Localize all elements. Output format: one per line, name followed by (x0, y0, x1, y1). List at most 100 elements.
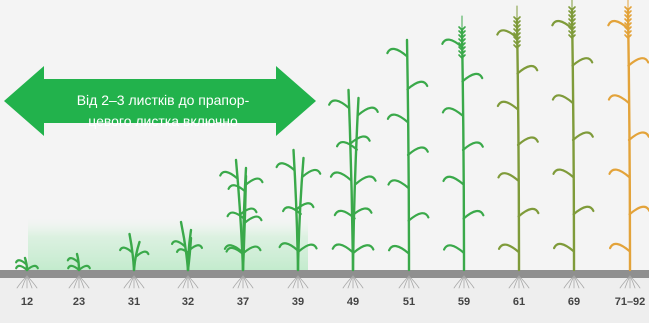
grain (571, 34, 576, 39)
stage-label: 37 (236, 296, 250, 308)
stage-label: 69 (567, 296, 581, 308)
stage-label: 12 (20, 296, 34, 308)
root (518, 275, 530, 289)
soil-line (0, 270, 649, 278)
root (408, 275, 420, 289)
root (187, 275, 199, 289)
root (133, 275, 145, 289)
root (128, 275, 135, 289)
leaf (571, 131, 594, 142)
leaf (461, 141, 484, 152)
leaf (516, 136, 539, 147)
leaf (406, 80, 429, 91)
root (398, 275, 410, 289)
grain (516, 28, 521, 33)
grain (516, 24, 521, 29)
leaf (442, 175, 465, 186)
leaf (356, 106, 379, 117)
leaf (243, 215, 263, 225)
leaf (67, 264, 81, 272)
root (287, 275, 299, 289)
root (629, 275, 641, 289)
leaf (571, 57, 594, 67)
leaf (441, 38, 464, 49)
grain (461, 34, 466, 39)
leaf (462, 209, 485, 220)
grain (627, 14, 632, 19)
grain (627, 34, 632, 39)
leaf (607, 94, 630, 104)
leaf (461, 72, 484, 83)
leaf (15, 259, 28, 266)
leaf (238, 207, 258, 217)
grain (461, 54, 466, 59)
grain (516, 36, 521, 41)
leaf (608, 242, 631, 253)
root (352, 275, 364, 289)
leaf (66, 257, 80, 264)
grain (571, 10, 576, 15)
leaf (497, 243, 520, 254)
leaf (275, 162, 296, 172)
leaf (516, 64, 539, 75)
soil-bottom (0, 278, 649, 323)
stage-label: 61 (512, 296, 526, 308)
leaf (282, 206, 302, 216)
leaf (442, 244, 465, 254)
root (458, 275, 465, 289)
grain (516, 44, 521, 49)
grain (571, 22, 576, 27)
grain (627, 22, 632, 27)
leaf (608, 168, 631, 179)
root (403, 275, 410, 289)
leaf (328, 99, 351, 110)
stage-label: 51 (402, 296, 416, 308)
root (568, 275, 575, 289)
grain (571, 14, 576, 19)
root (16, 275, 28, 289)
root (123, 275, 135, 289)
leaf (242, 245, 262, 255)
leaf (135, 250, 150, 258)
grain (461, 50, 466, 55)
root (463, 275, 475, 289)
root (292, 275, 299, 289)
root (624, 275, 631, 289)
leaf (219, 170, 239, 180)
range-double-arrow (4, 66, 316, 136)
root (78, 275, 90, 289)
stage-label: 32 (181, 296, 195, 308)
grain (461, 30, 466, 35)
root (619, 275, 631, 289)
grain (461, 38, 466, 43)
range-highlight (28, 218, 308, 270)
leaf (496, 100, 519, 111)
leaf (407, 212, 430, 222)
root (342, 275, 354, 289)
leaf (551, 94, 574, 104)
grain (516, 20, 521, 25)
leaf (517, 207, 540, 218)
grain (571, 30, 576, 35)
root (177, 275, 189, 289)
root (347, 275, 354, 289)
root (573, 275, 585, 289)
leaf (387, 244, 410, 255)
root (242, 275, 254, 289)
leaf (15, 264, 29, 272)
grain (571, 18, 576, 23)
leaf (244, 177, 264, 187)
root (182, 275, 189, 289)
leaf (335, 141, 358, 151)
stage-label: 23 (72, 296, 86, 308)
leaf (77, 264, 91, 272)
root (232, 275, 244, 289)
leaf (628, 205, 649, 216)
stage-label: 59 (457, 296, 471, 308)
grain (461, 46, 466, 51)
leaf (331, 243, 354, 254)
leaf (627, 131, 649, 142)
grain (627, 26, 632, 31)
leaf (387, 179, 410, 189)
